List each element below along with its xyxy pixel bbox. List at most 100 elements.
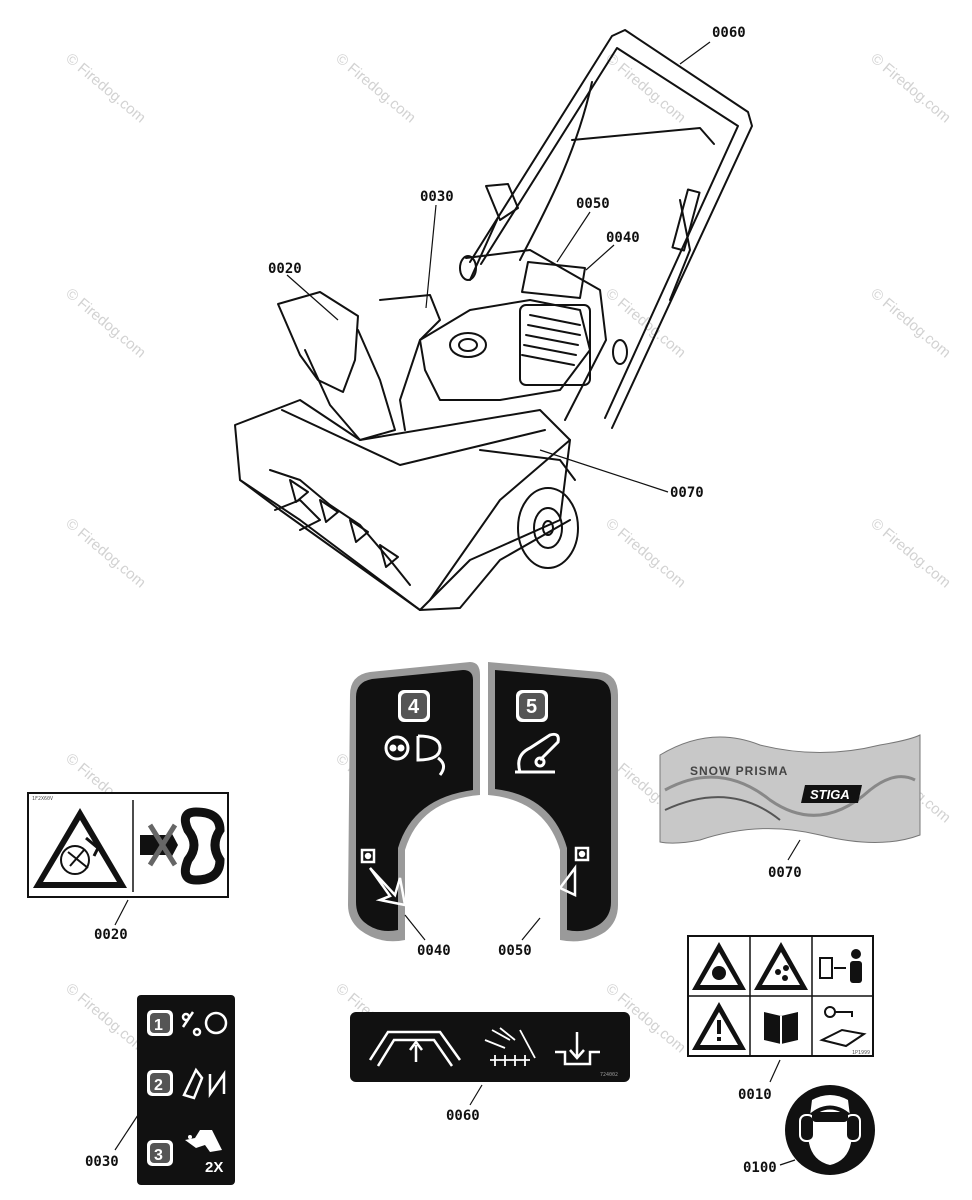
stiga-logo-bg bbox=[801, 785, 862, 803]
decal-0050: 5 bbox=[488, 662, 618, 942]
key-manual-icon bbox=[819, 1006, 867, 1048]
warning-triangle-icon bbox=[692, 1002, 746, 1050]
leader-0020 bbox=[114, 899, 129, 926]
upper-handle-inner bbox=[480, 47, 739, 419]
step-4-number: 4 bbox=[408, 696, 420, 718]
muffler-guard bbox=[519, 304, 591, 386]
decal-0100 bbox=[785, 1085, 875, 1175]
step-3-number: 3 bbox=[154, 1147, 163, 1164]
decal-0030: 1 2 3 2X bbox=[137, 995, 235, 1185]
leader-0050 bbox=[556, 211, 591, 263]
watermark: © Firedog.com bbox=[332, 50, 418, 126]
callout-0070-top: 0070 bbox=[670, 485, 704, 501]
watermark: © Firedog.com bbox=[62, 515, 148, 591]
callout-0040-top: 0040 bbox=[606, 230, 640, 246]
step-1-number: 1 bbox=[154, 1017, 163, 1034]
callout-0070: 0070 bbox=[768, 865, 802, 881]
frame-side bbox=[479, 449, 576, 481]
watermark: © Firedog.com bbox=[62, 285, 148, 361]
callout-0100: 0100 bbox=[743, 1160, 777, 1176]
handle-knob-right bbox=[612, 339, 628, 365]
arrow-down-icon bbox=[360, 848, 407, 907]
leader-0050 bbox=[521, 917, 541, 941]
callout-0060: 0060 bbox=[446, 1108, 480, 1124]
upper-handle bbox=[469, 29, 753, 429]
housing-top-edge bbox=[281, 409, 546, 466]
chute-crank bbox=[379, 294, 441, 431]
step-5-number: 5 bbox=[526, 696, 537, 718]
housing-side bbox=[429, 439, 571, 601]
watermark: © Firedog.com bbox=[62, 980, 148, 1056]
decal-0010: 1P1999 bbox=[687, 935, 874, 1057]
leader-0020 bbox=[286, 274, 339, 321]
book-icon bbox=[764, 1012, 798, 1044]
leader-0060 bbox=[679, 41, 711, 65]
rotating-auger-warning-icon bbox=[692, 942, 746, 990]
leader-0040 bbox=[585, 244, 615, 271]
drive-cable bbox=[669, 199, 691, 301]
watermark: © Firedog.com bbox=[602, 515, 688, 591]
leader-0040 bbox=[404, 914, 426, 941]
goggles bbox=[812, 1112, 848, 1122]
primer-press-icon bbox=[185, 1130, 222, 1152]
watermark: © Firedog.com bbox=[867, 50, 953, 126]
callout-0020: 0020 bbox=[94, 927, 128, 943]
snowblower-drawing bbox=[234, 29, 753, 611]
wheel-center bbox=[542, 520, 554, 536]
decal-0060: 724002 bbox=[350, 1012, 630, 1082]
no-hands-in-chute-icon bbox=[140, 807, 225, 885]
auger-drive-icon bbox=[484, 1027, 536, 1066]
leader-0070 bbox=[787, 839, 801, 861]
callout-0010: 0010 bbox=[738, 1087, 772, 1103]
decal-0070-swirl bbox=[664, 775, 916, 817]
lower-handle bbox=[465, 249, 607, 421]
engine-housing bbox=[419, 299, 591, 401]
decal-0070: SNOW PRISMA STIGA bbox=[659, 734, 921, 844]
callout-0050: 0050 bbox=[498, 943, 532, 959]
decal-0040: 4 bbox=[348, 662, 480, 942]
fuel-cap bbox=[449, 332, 487, 358]
callout-0030-top: 0030 bbox=[420, 189, 454, 205]
leader-0100 bbox=[779, 1159, 796, 1166]
housing-bottom bbox=[419, 519, 571, 611]
bystander-distance-icon bbox=[819, 949, 862, 983]
decal-0060-part-code: 724002 bbox=[600, 1072, 618, 1078]
watermark: © Firedog.com bbox=[867, 515, 953, 591]
decal-0020-part-code: 1F2X60V bbox=[32, 796, 53, 802]
primer-icon bbox=[515, 732, 560, 774]
auger-paddles bbox=[289, 479, 399, 568]
handle-knob-left bbox=[459, 255, 477, 281]
wheel-hub bbox=[533, 507, 563, 549]
repeat-2x-label: 2X bbox=[205, 1159, 223, 1176]
leader-0070 bbox=[539, 449, 669, 493]
stiga-logo: STIGA bbox=[810, 787, 850, 802]
handle-grip bbox=[671, 188, 701, 252]
watermark: © Firedog.com bbox=[602, 285, 688, 361]
warning-triangle-icon bbox=[33, 808, 127, 888]
housing-front-lip bbox=[239, 479, 421, 611]
lever-rod bbox=[469, 219, 498, 281]
leader-0030 bbox=[114, 1114, 139, 1151]
handle-cable bbox=[519, 81, 593, 261]
ignition-icon bbox=[182, 1067, 226, 1100]
arrow-up-icon bbox=[558, 846, 590, 897]
fuel-valve-icon bbox=[181, 1011, 228, 1037]
leader-0010 bbox=[769, 1059, 781, 1083]
auger-blades bbox=[269, 469, 411, 586]
decal-0060-frame bbox=[350, 1012, 630, 1082]
callout-0050-top: 0050 bbox=[576, 196, 610, 212]
leader-0060 bbox=[469, 1084, 483, 1106]
leader-lines-top bbox=[286, 41, 711, 493]
callout-0030: 0030 bbox=[85, 1154, 119, 1170]
watermark: © Firedog.com bbox=[867, 285, 953, 361]
snow-prisma-title: SNOW PRISMA bbox=[690, 764, 788, 778]
decal-0070-flag bbox=[659, 734, 921, 844]
choke-icon bbox=[384, 734, 445, 776]
handle-cross-bar bbox=[571, 127, 715, 145]
lever bbox=[485, 183, 519, 221]
wheel bbox=[517, 487, 579, 569]
leader-0030 bbox=[425, 204, 437, 309]
ear-muff-right bbox=[845, 1114, 861, 1142]
callout-0020-top: 0020 bbox=[268, 261, 302, 277]
